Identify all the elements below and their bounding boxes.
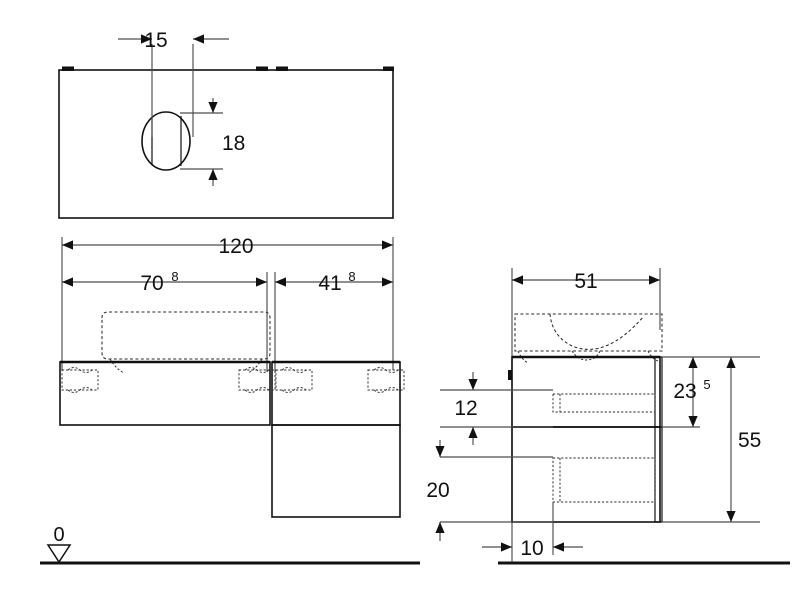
front-view-left-cabinet [59, 360, 271, 426]
dimension-51: 51 [512, 270, 660, 293]
front-view-mounting-brackets [61, 367, 405, 393]
side-view-lower-drawer [511, 426, 661, 523]
side-view-basin-hidden-outline [514, 313, 663, 364]
dimension-20: 20 [426, 440, 450, 541]
top-view-body-outline [58, 69, 394, 219]
dimension-41-label: 41 [318, 272, 341, 295]
front-view: 120 70 8 41 8 [59, 235, 405, 518]
dimension-18-label: 18 [222, 132, 245, 155]
dimension-12: 12 [454, 372, 478, 445]
side-view-hidden-drawers [552, 393, 656, 503]
dimension-70-label: 70 [140, 272, 163, 295]
dimension-23-5: 23 5 [673, 357, 711, 427]
dimension-55-label: 55 [738, 429, 761, 452]
side-view-upper-drawer [511, 356, 661, 428]
front-view-basin-hidden-outline [101, 311, 271, 374]
top-view: 15 18 [58, 29, 394, 219]
dimension-70-8: 70 8 [62, 269, 267, 295]
dimension-55: 55 [726, 357, 761, 522]
dimension-23-label: 23 [673, 380, 696, 403]
dimension-23-superscript: 5 [703, 377, 710, 392]
top-view-basin-cutout [141, 111, 191, 171]
dimension-20-label: 20 [426, 479, 449, 502]
dimension-120-label: 120 [218, 235, 253, 258]
dimension-12-label: 12 [454, 397, 477, 420]
dimension-70-superscript: 8 [171, 269, 178, 284]
top-view-mounting-ticks [62, 66, 394, 71]
dimension-120: 120 [62, 235, 393, 258]
dimension-10-label: 10 [520, 537, 543, 560]
datum-marker: 0 [46, 524, 72, 564]
dimension-41-superscript: 8 [348, 269, 355, 284]
datum-label: 0 [53, 524, 64, 546]
dimension-41-8: 41 8 [275, 269, 393, 295]
dimension-15-label: 15 [144, 29, 167, 52]
dimension-18: 18 [180, 98, 245, 186]
dimension-15: 15 [118, 29, 229, 52]
dimension-51-label: 51 [574, 270, 597, 293]
front-view-right-lower-cabinet [271, 424, 401, 518]
side-view: 51 [426, 268, 761, 562]
dimension-10: 10 [482, 502, 583, 560]
side-view-cabinet [508, 355, 663, 523]
front-view-right-upper-cabinet [271, 360, 401, 426]
